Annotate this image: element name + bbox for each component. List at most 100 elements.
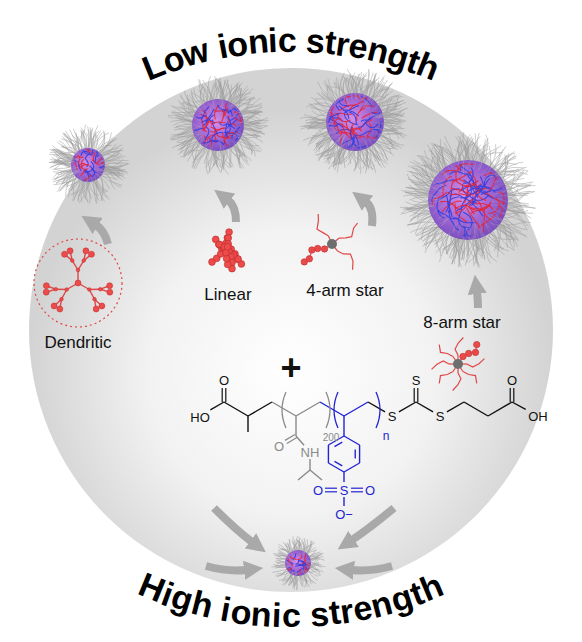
corona-chain [469, 163, 472, 177]
corona-chain [438, 165, 444, 172]
arc-caption: High ionic strength [0, 550, 582, 642]
corona-chain [483, 176, 493, 181]
corona-chain [198, 111, 207, 115]
corona-chain [349, 139, 350, 147]
atom-label: O [219, 374, 229, 387]
corona-chain [479, 162, 482, 170]
arc-letter: n [364, 31, 392, 69]
corona-chain [442, 171, 451, 180]
corona-chain [493, 204, 504, 206]
corona-chain [478, 159, 482, 170]
micelle [168, 76, 269, 175]
corona-chain [486, 224, 495, 233]
polymer-backbone [463, 372, 477, 384]
corona-chain [428, 197, 439, 200]
core-chain [81, 169, 88, 176]
repeat-count: 200 [323, 433, 340, 443]
bead [67, 248, 73, 254]
arc-letter: o [225, 26, 250, 63]
corona-chain [285, 562, 290, 563]
chemical-bond [320, 402, 344, 416]
corona-chain [96, 179, 108, 192]
corona-chain [352, 146, 354, 154]
corona-chain [299, 572, 300, 576]
bead [93, 306, 99, 312]
core-chain [297, 555, 301, 560]
corona-chain [339, 137, 344, 148]
corona-chain [229, 103, 233, 110]
corona-chain [451, 160, 453, 170]
corona-chain [491, 182, 502, 191]
corona-chain [445, 172, 449, 182]
core-chain [349, 112, 358, 125]
corona-chain [78, 178, 82, 182]
corona-chain [376, 133, 383, 136]
plus-sign: + [280, 350, 301, 386]
corona-chain [487, 166, 491, 175]
transition-arrow [352, 566, 392, 571]
corona-chain [194, 88, 204, 107]
corona-chain [83, 181, 87, 187]
eight-arm-star [432, 338, 485, 391]
core-chain [357, 108, 366, 121]
corona-chain [366, 95, 370, 105]
corona-chain [235, 112, 244, 113]
corona-chain [433, 182, 444, 188]
chemical-bond [416, 402, 433, 412]
corona-chain [466, 165, 467, 176]
core-chain [211, 122, 225, 125]
core-chain [95, 154, 97, 164]
corona-chain [95, 176, 97, 204]
corona-chain [468, 231, 469, 243]
polymer-backbone [212, 232, 241, 269]
corona-chain [74, 150, 79, 159]
corona-chain [503, 187, 510, 192]
core-chain [196, 115, 207, 118]
corona-chain [458, 158, 459, 169]
corona-chain [88, 180, 90, 204]
corona-chain [424, 161, 442, 174]
atom-label: O [274, 440, 284, 453]
core-chain [217, 134, 231, 138]
chemical-bond [344, 436, 360, 445]
core-chain [463, 167, 473, 183]
corona-chain [426, 184, 434, 188]
corona-chain [100, 173, 109, 175]
corona-chain [104, 168, 110, 170]
corona-chain [311, 97, 331, 111]
repeat-bracket [376, 392, 380, 428]
corona-chain [369, 139, 375, 148]
corona-chain [54, 158, 75, 161]
corona-chain [55, 161, 73, 169]
micelle [49, 125, 129, 204]
double-bond [325, 491, 337, 492]
corona-chain [335, 102, 342, 106]
corona-chain [460, 132, 463, 165]
corona-chain [381, 124, 388, 126]
corona-chain [470, 238, 473, 247]
dendrimer-outline [34, 239, 122, 327]
corona-chain [232, 143, 249, 162]
arc-letter: H [134, 567, 170, 608]
corona-chain [439, 218, 449, 225]
corona-chain [303, 552, 304, 556]
corona-chain [189, 114, 195, 117]
core-chain [288, 567, 292, 570]
star-core [453, 359, 463, 369]
core-chain [345, 96, 351, 104]
corona-chain [307, 550, 317, 556]
corona-chain [459, 235, 461, 267]
chemical-bond [247, 416, 248, 432]
corona-chain [376, 132, 392, 146]
corona-chain [308, 554, 311, 557]
double-bond [222, 388, 223, 402]
arc-letter [209, 590, 225, 625]
corona-chain [285, 566, 290, 568]
arc-letter: t [406, 575, 428, 611]
corona-chain [194, 124, 201, 127]
corona-chain [91, 142, 93, 151]
bead [88, 251, 94, 257]
corona-chain [439, 183, 447, 190]
corona-chain [472, 238, 473, 248]
corona-chain [373, 116, 384, 117]
